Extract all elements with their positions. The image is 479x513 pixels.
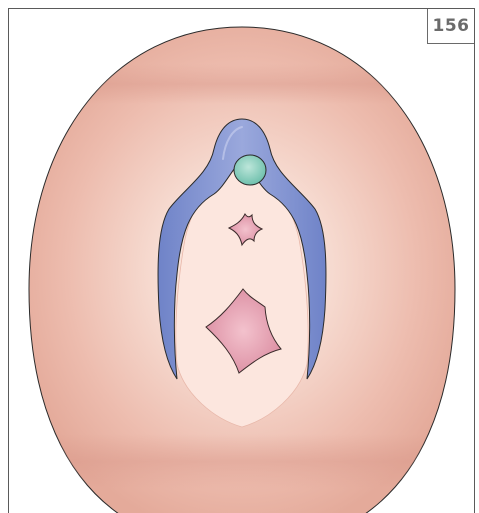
figure-number-badge: 156 [427, 9, 474, 44]
figure-frame: 156 [8, 8, 475, 513]
figure-number: 156 [433, 16, 470, 36]
clitoris [234, 155, 266, 185]
anatomical-illustration [9, 9, 475, 513]
